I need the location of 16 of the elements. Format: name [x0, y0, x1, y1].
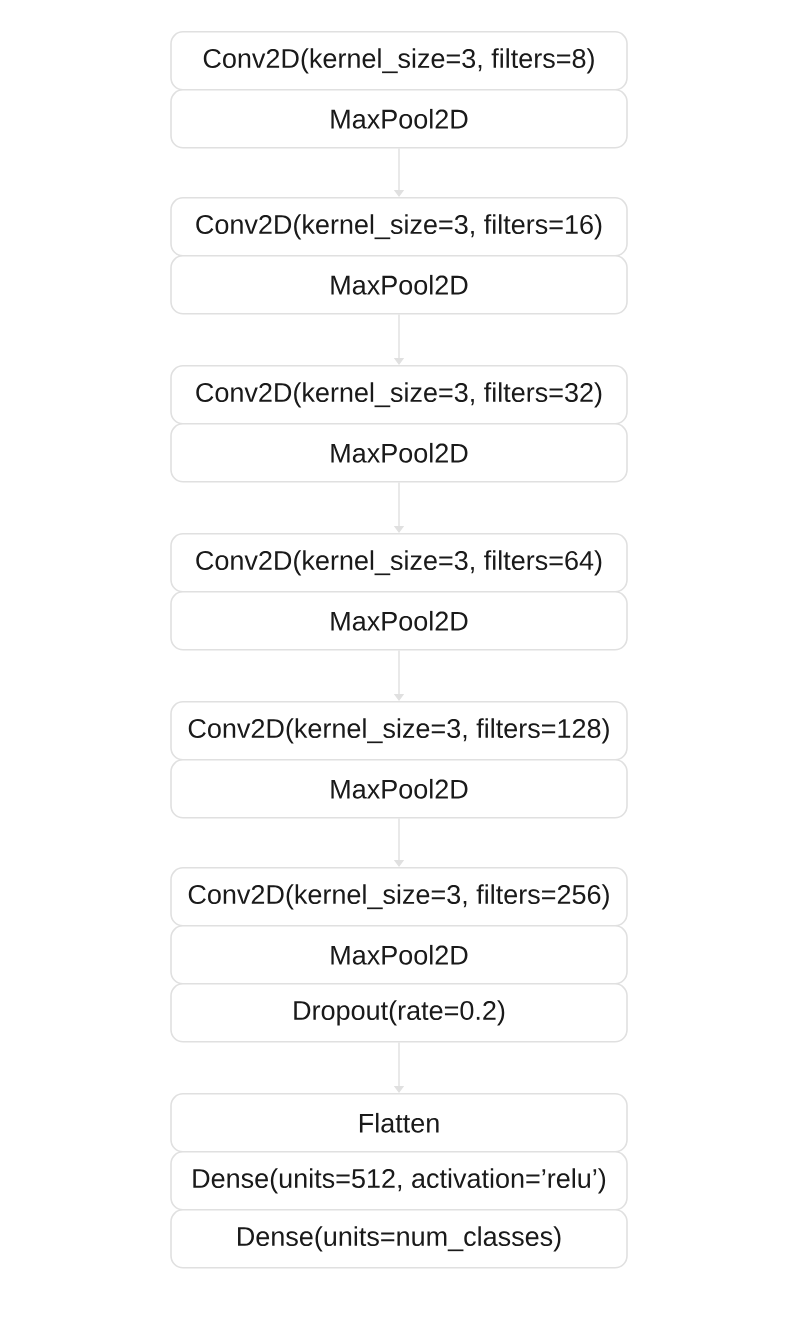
- layer-box: MaxPool2D: [170, 925, 628, 985]
- layer-box: MaxPool2D: [170, 89, 628, 149]
- layer-box: Dense(units=num_classes): [170, 1209, 628, 1269]
- layer-box: MaxPool2D: [170, 759, 628, 819]
- layer-box: Conv2D(kernel_size=3, filters=256): [170, 867, 628, 927]
- layer-box: MaxPool2D: [170, 591, 628, 651]
- layer-box: MaxPool2D: [170, 423, 628, 483]
- layer-box: MaxPool2D: [170, 255, 628, 315]
- layer-box: Dense(units=512, activation=’relu’): [170, 1151, 628, 1211]
- layer-box: Conv2D(kernel_size=3, filters=128): [170, 701, 628, 761]
- layer-box: Conv2D(kernel_size=3, filters=8): [170, 31, 628, 91]
- layer-box: Conv2D(kernel_size=3, filters=64): [170, 533, 628, 593]
- layer-box: Dropout(rate=0.2): [170, 983, 628, 1043]
- layer-box: Conv2D(kernel_size=3, filters=16): [170, 197, 628, 257]
- layer-box: Flatten: [170, 1093, 628, 1153]
- layer-box: Conv2D(kernel_size=3, filters=32): [170, 365, 628, 425]
